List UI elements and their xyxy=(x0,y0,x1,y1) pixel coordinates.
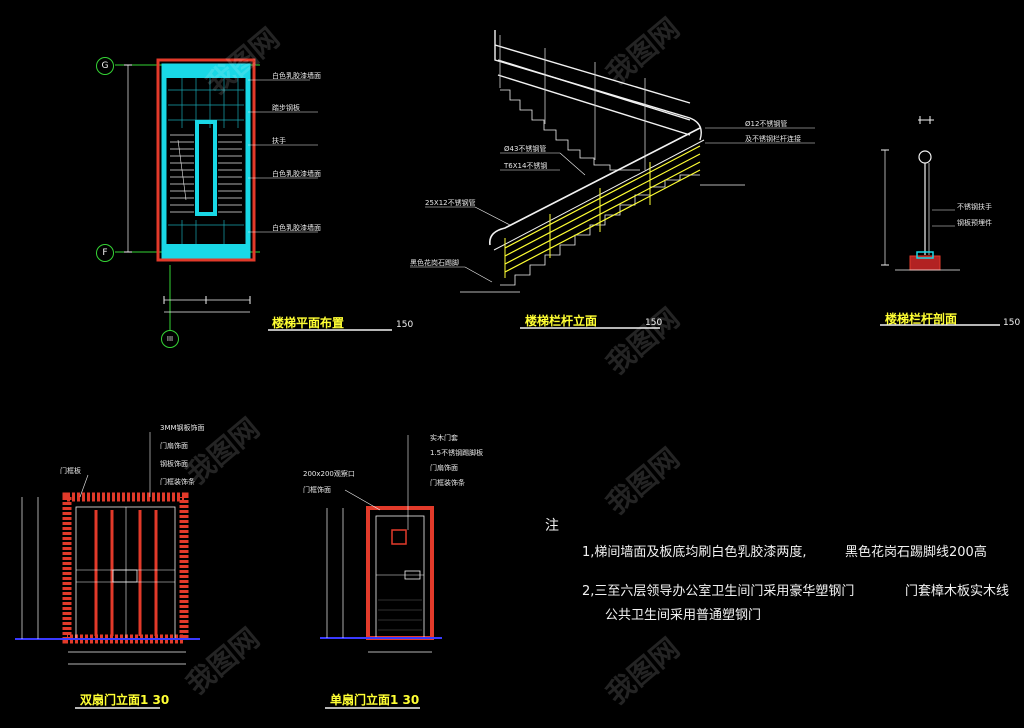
double-door-callout-4: 钢板饰面 xyxy=(160,460,188,468)
plan-callout-2: 踏步钢板 xyxy=(272,104,300,112)
plan-callout-1: 白色乳胶漆墙面 xyxy=(272,72,321,80)
single-door-callout-2: 实木门套 xyxy=(430,434,458,442)
railing-callout-4: 黑色花岗石踢脚 xyxy=(410,259,459,267)
single-door-callout-5: 门框装饰条 xyxy=(430,479,465,487)
stair-plan-drawing xyxy=(115,58,392,331)
note-line-2: 2,三至六层领导办公室卫生间门采用豪华塑钢门 xyxy=(582,584,855,599)
section-callout-1: 不锈钢扶手 xyxy=(957,203,992,211)
single-door-elevation-drawing xyxy=(320,435,442,709)
plan-callout-4: 白色乳胶漆墙面 xyxy=(272,170,321,178)
railing-callout-5: Ø12不锈钢管 xyxy=(745,120,788,128)
single-door-title: 单扇门立面1 30 xyxy=(330,693,420,707)
notes-heading: 注 xyxy=(545,518,559,534)
note-line-2-right: 门套樟木板实木线 xyxy=(905,584,1010,599)
double-door-callout-5: 门框装饰条 xyxy=(160,478,195,486)
railing-section-drawing xyxy=(880,116,1000,326)
note-line-3: 公共卫生间采用普通塑钢门 xyxy=(605,608,762,623)
plan-callout-3: 扶手 xyxy=(272,137,286,145)
double-door-title: 双扇门立面1 30 xyxy=(80,693,170,707)
railing-callout-6: 及不锈钢栏杆连接 xyxy=(745,135,801,143)
double-door-elevation-drawing xyxy=(15,432,200,709)
note-line-1-right: 黑色花岗石踢脚线200高 xyxy=(845,545,987,560)
grid-axis-g-tag: G xyxy=(96,57,114,75)
railing-section-scale: 150 xyxy=(1003,318,1021,328)
double-door-callout-1: 门框板 xyxy=(60,467,81,475)
single-door-callout-4: 门扇饰面 xyxy=(430,464,458,472)
railing-callout-1: Ø43不锈钢管 xyxy=(504,145,547,153)
double-door-callout-2: 3MM钢板饰面 xyxy=(160,424,205,432)
single-door-callout-1: 200x200观察口 xyxy=(303,470,355,478)
single-door-callout-3: 1.5不锈钢踢脚板 xyxy=(430,449,484,457)
note-line-1: 1,梯间墙面及板底均刷白色乳胶漆两度, xyxy=(582,545,807,560)
railing-callout-2: T6X14不锈钢 xyxy=(504,162,548,170)
railing-elevation-title: 楼梯栏杆立面 xyxy=(525,314,598,328)
grid-axis-f-tag: F xyxy=(96,244,114,262)
section-callout-2: 钢板预埋件 xyxy=(957,219,992,227)
railing-elevation-scale: 150 xyxy=(645,318,663,328)
stair-railing-elevation-drawing xyxy=(410,30,815,329)
stair-plan-title: 楼梯平面布置 xyxy=(272,316,345,330)
single-door-callout-6: 门框饰面 xyxy=(303,486,331,494)
stair-plan-scale: 150 xyxy=(396,320,414,330)
grid-axis-column-tag: III xyxy=(161,330,179,348)
railing-section-title: 楼梯栏杆剖面 xyxy=(885,312,958,326)
double-door-callout-3: 门扇饰面 xyxy=(160,442,188,450)
plan-callout-5: 白色乳胶漆墙面 xyxy=(272,224,321,232)
railing-callout-3: 25X12不锈钢管 xyxy=(425,199,476,207)
